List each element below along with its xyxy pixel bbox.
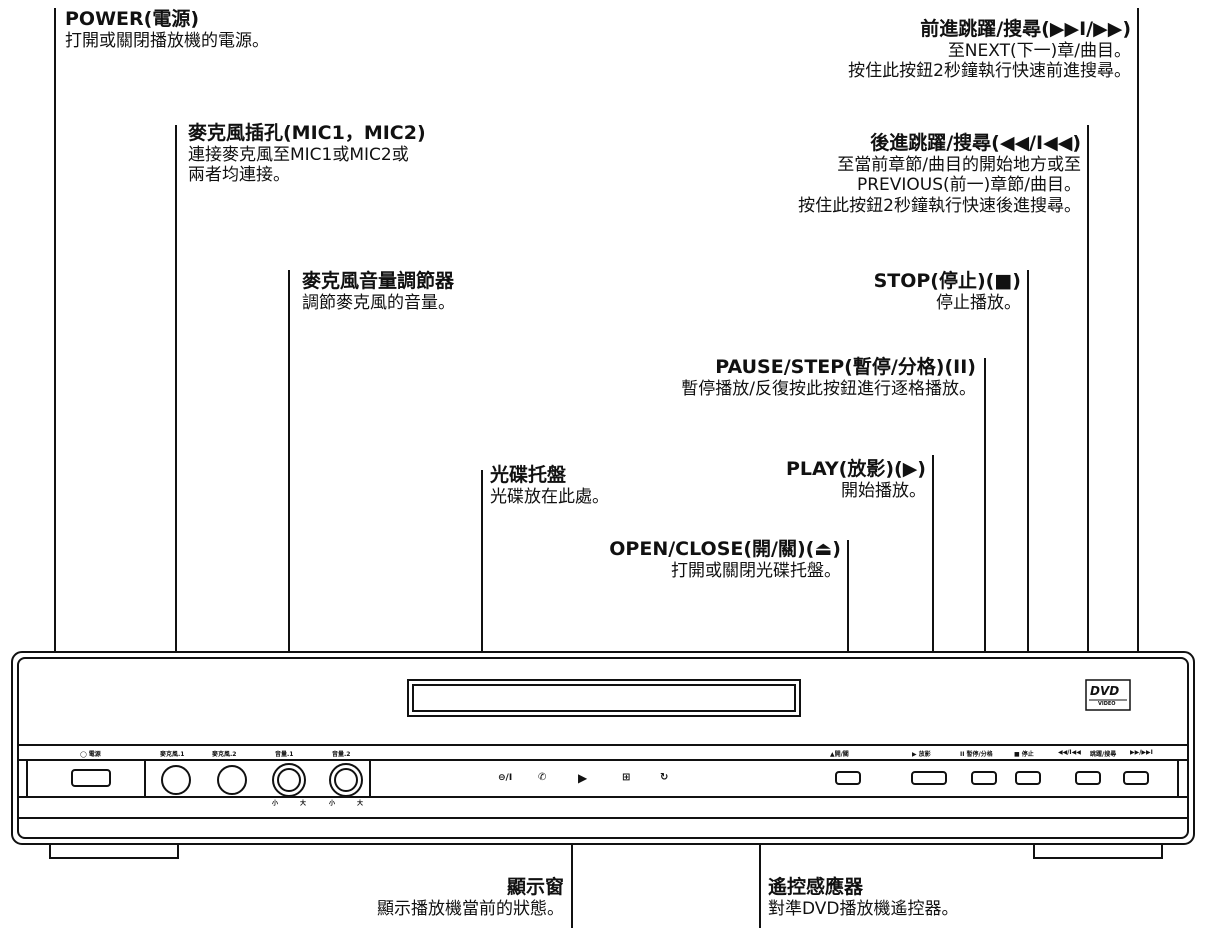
- vol1-max: 大: [300, 800, 307, 807]
- callout-remote-sensor: 遙控感應器 對準DVD播放機遙控器。: [768, 876, 959, 919]
- pause-button: [971, 771, 997, 785]
- vol2-max: 大: [357, 800, 364, 807]
- mic2-jack: [217, 765, 247, 795]
- callout-mic-jack: 麥克風插孔(MIC1，MIC2) 連接麥克風至MIC1或MIC2或 兩者均連接。: [188, 122, 426, 186]
- display-icon-mic: ✆: [538, 772, 547, 783]
- pause-desc: 暫停播放/反復按此按鈕進行逐格播放。: [681, 378, 976, 399]
- remote-sensor-desc: 對準DVD播放機遙控器。: [768, 898, 959, 919]
- panel-label-play: ▶ 放影: [912, 751, 931, 758]
- open-close-button: [835, 771, 861, 785]
- vol2-min: 小: [329, 800, 336, 807]
- display-desc: 顯示播放機當前的狀態。: [377, 898, 564, 919]
- power-desc: 打開或關閉播放機的電源。: [65, 30, 269, 51]
- play-button: [911, 771, 947, 785]
- dvd-logo: [1085, 679, 1131, 711]
- left-foot: [49, 843, 179, 859]
- next-desc-2: 按住此按鈕2秒鐘執行快速前進搜尋。: [848, 61, 1131, 82]
- next-button: [1123, 771, 1149, 785]
- callout-next: 前進跳躍/搜尋(▶▶I/▶▶) 至NEXT(下一)章/曲目。 按住此按鈕2秒鐘執…: [848, 18, 1131, 82]
- callout-mic-volume: 麥克風音量調節器 調節麥克風的音量。: [302, 270, 455, 313]
- play-desc: 開始播放。: [841, 480, 926, 501]
- callout-disc-tray: 光碟托盤 光碟放在此處。: [490, 464, 609, 507]
- open-close-desc: 打開或關閉光碟托盤。: [671, 560, 841, 581]
- callout-display: 顯示窗 顯示播放機當前的狀態。: [377, 876, 564, 919]
- mic-volume-desc: 調節麥克風的音量。: [302, 292, 455, 313]
- prev-desc-1: 至當前章節/曲目的開始地方或至: [837, 154, 1081, 175]
- callout-stop: STOP(停止)(■) 停止播放。: [874, 270, 1021, 313]
- display-icon-power: ⊖/I: [498, 773, 513, 783]
- mic-jack-title: 麥克風插孔(MIC1，MIC2): [188, 122, 426, 144]
- panel-label-mic2: 麥克風.2: [212, 751, 237, 758]
- callout-pause: PAUSE/STEP(暫停/分格)(II) 暫停播放/反復按此按鈕進行逐格播放。: [681, 356, 976, 399]
- display-title: 顯示窗: [506, 876, 564, 898]
- prev-title: 後進跳躍/搜尋(◀◀/I◀◀): [870, 132, 1081, 154]
- stop-button: [1015, 771, 1041, 785]
- display-icon-grid: ⊞: [622, 772, 631, 783]
- stop-desc: 停止播放。: [936, 292, 1021, 313]
- stop-title: STOP(停止)(■): [873, 270, 1021, 292]
- display-icon-play: ▶: [578, 771, 588, 785]
- panel-label-open: ▲開/關: [830, 751, 849, 758]
- mic-jack-desc-1: 連接麥克風至MIC1或MIC2或: [188, 144, 409, 165]
- open-close-title: OPEN/CLOSE(開/關)(⏏): [609, 538, 841, 560]
- panel-label-pause: II 暫停/分格: [960, 751, 993, 758]
- panel-label-vol1: 音量.1: [275, 751, 294, 758]
- pause-title: PAUSE/STEP(暫停/分格)(II): [715, 356, 976, 378]
- next-desc-1: 至NEXT(下一)章/曲目。: [947, 40, 1131, 61]
- prev-button: [1075, 771, 1101, 785]
- dvd-logo-sub: VIDEO: [1098, 701, 1116, 707]
- right-foot: [1033, 843, 1163, 859]
- dvd-logo-text: DVD: [1090, 684, 1120, 698]
- mic1-jack: [161, 765, 191, 795]
- disc-tray-desc: 光碟放在此處。: [490, 486, 609, 507]
- callout-power: POWER(電源) 打開或關閉播放機的電源。: [65, 8, 269, 51]
- callout-play: PLAY(放影)(▶) 開始播放。: [786, 458, 926, 501]
- mic-jack-desc-2: 兩者均連接。: [188, 165, 290, 186]
- power-title: POWER(電源): [65, 8, 200, 30]
- play-title: PLAY(放影)(▶): [785, 458, 926, 480]
- device-inner: [17, 657, 1189, 839]
- panel-label-stop: ■ 停止: [1014, 751, 1034, 758]
- remote-sensor-title: 遙控感應器: [768, 876, 864, 898]
- vol1-min: 小: [272, 800, 279, 807]
- disc-tray-title: 光碟托盤: [490, 464, 567, 486]
- panel-label-prev: ◀◀/I◀◀: [1058, 749, 1081, 756]
- power-button: [71, 769, 111, 787]
- panel-label-next: ▶▶/▶▶I: [1130, 749, 1153, 756]
- panel-label-vol2: 音量.2: [332, 751, 351, 758]
- panel-label-search: 跳躍/搜尋: [1090, 751, 1117, 758]
- next-title: 前進跳躍/搜尋(▶▶I/▶▶): [920, 18, 1131, 40]
- mic-volume-title: 麥克風音量調節器: [302, 270, 455, 292]
- callout-open-close: OPEN/CLOSE(開/關)(⏏) 打開或關閉光碟托盤。: [609, 538, 841, 581]
- display-icon-repeat: ↻: [660, 772, 669, 783]
- panel-label-mic1: 麥克風.1: [160, 751, 185, 758]
- panel-label-power: ◯ 電源: [80, 751, 101, 758]
- prev-desc-2: PREVIOUS(前一)章節/曲目。: [856, 175, 1081, 196]
- callout-prev: 後進跳躍/搜尋(◀◀/I◀◀) 至當前章節/曲目的開始地方或至 PREVIOUS…: [798, 132, 1081, 216]
- prev-desc-3: 按住此按鈕2秒鐘執行快速後進搜尋。: [798, 195, 1081, 216]
